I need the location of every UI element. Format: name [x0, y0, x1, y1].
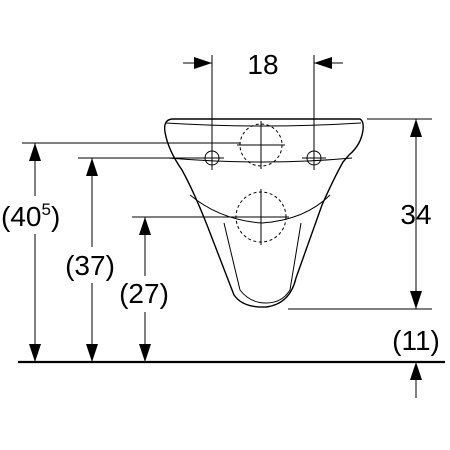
lower-hole-height-label: (27) — [119, 278, 169, 309]
upper-hole-height-label: (37) — [65, 250, 115, 281]
hole-spacing-label: 18 — [247, 49, 278, 80]
hole-spacing-dimension: 18 — [183, 49, 343, 150]
upper-center-hole — [237, 121, 285, 169]
bowl-height-dimension: 34 — [288, 118, 432, 310]
lower-hole-height-dimension: (27) — [112, 216, 236, 362]
total-height-label: (405) — [1, 200, 60, 232]
total-height-dimension: (405) — [0, 142, 240, 362]
wc-body — [163, 118, 364, 308]
outlet-hole — [233, 189, 289, 245]
upper-hole-height-dimension: (37) — [58, 157, 200, 362]
bottom-offset-dimension: (11) — [392, 325, 440, 398]
bottom-offset-label: (11) — [392, 325, 440, 356]
bowl-height-label: 34 — [400, 199, 431, 230]
